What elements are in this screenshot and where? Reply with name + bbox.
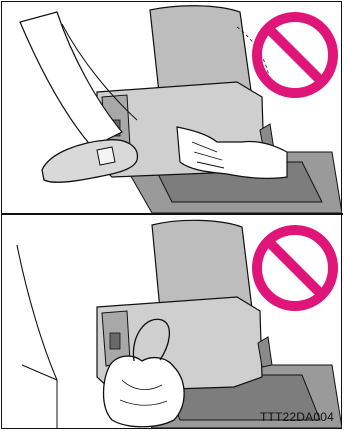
trouser-leg — [20, 12, 122, 147]
leg-outline — [17, 245, 57, 380]
plastic-bag — [104, 356, 185, 427]
shoe-buckle — [97, 147, 115, 165]
bottom-illustration — [2, 215, 342, 428]
figure-code: TTT22DA004 — [260, 410, 334, 424]
door-edge — [22, 365, 57, 428]
seat-switch — [110, 333, 120, 349]
top-illustration — [2, 2, 342, 213]
illustration-panel-top — [2, 2, 342, 213]
illustration-panel-bottom: TTT22DA004 — [2, 215, 342, 428]
prohibition-icon — [257, 17, 333, 93]
prohibition-icon — [257, 230, 333, 306]
